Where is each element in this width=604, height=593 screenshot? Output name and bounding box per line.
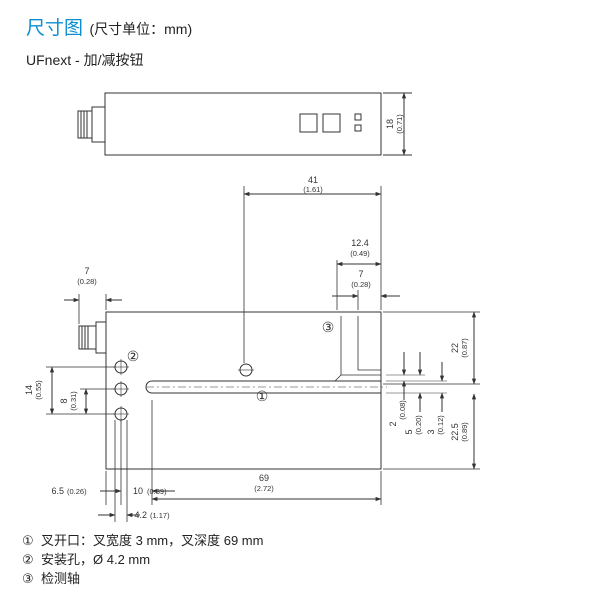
top-view-connector-base (91, 106, 106, 143)
legend-mark: ② (22, 552, 34, 567)
page-title: 尺寸图 (26, 18, 84, 39)
dim-22-5-inch: (0.89) (460, 422, 469, 442)
led-indicator-top (354, 113, 362, 121)
callout-2: ② (127, 348, 140, 364)
dim-14: 14 (24, 385, 34, 395)
dim-2: 2 (388, 421, 398, 426)
top-view (77, 92, 412, 156)
dim-4-2: 4.2 (134, 510, 147, 520)
product-subtitle: UFnext - 加/减按钮 (26, 52, 144, 68)
legend-mark: ① (22, 533, 34, 548)
dim-5: 5 (404, 429, 414, 434)
dim-18: 18 (385, 119, 395, 129)
dim-18-inch: (0.71) (395, 114, 404, 134)
front-view-body (105, 311, 382, 470)
dim-3: 3 (426, 429, 436, 434)
front-view (46, 186, 480, 522)
legend-item: ② 安装孔，Ø 4.2 mm (22, 550, 263, 569)
dim-10-inch: (0.39) (147, 487, 167, 496)
dim-7-right-inch: (0.28) (351, 280, 371, 289)
plus-button (299, 113, 318, 133)
dim-7-right: 7 (358, 269, 363, 279)
legend-text: 安装孔，Ø 4.2 mm (41, 552, 151, 567)
unit-note: (尺寸单位：mm) (89, 21, 193, 37)
callout-3: ③ (322, 319, 335, 335)
dim-22: 22 (450, 343, 460, 353)
dim-41-inch: (1.61) (303, 185, 323, 194)
dim-2-inch: (0.08) (398, 400, 407, 420)
dim-7-left: 7 (84, 266, 89, 276)
dim-10: 10 (133, 486, 143, 496)
dim-6-5-inch: (0.26) (67, 487, 87, 496)
dim-69: 69 (259, 473, 269, 483)
dim-4-2-inch: (1.17) (150, 511, 170, 520)
dim-69-inch: (2.72) (254, 484, 274, 493)
legend-mark: ③ (22, 571, 34, 586)
legend-text: 检测轴 (41, 571, 81, 586)
dim-3-inch: (0.12) (436, 415, 445, 435)
dim-7-left-inch: (0.28) (77, 277, 97, 286)
minus-button (322, 113, 341, 133)
dim-41: 41 (308, 175, 318, 185)
dim-12-4-inch: (0.49) (350, 249, 370, 258)
dim-22-5: 22.5 (450, 423, 460, 441)
page-title-row: 尺寸图 (尺寸单位：mm) (26, 13, 192, 40)
legend-item: ① 叉开口：叉宽度 3 mm，叉深度 69 mm (22, 531, 263, 550)
legend-item: ③ 检测轴 (22, 569, 263, 588)
dim-12-4: 12.4 (351, 238, 369, 248)
dim-22-inch: (0.87) (460, 338, 469, 358)
dim-8: 8 (59, 398, 69, 403)
dim-14-inch: (0.55) (34, 380, 43, 400)
top-view-connector-plug (77, 110, 93, 139)
dim-8-inch: (0.31) (69, 391, 78, 411)
front-connector-base (95, 321, 107, 354)
dim-5-inch: (0.20) (414, 415, 423, 435)
legend-text: 叉开口：叉宽度 3 mm，叉深度 69 mm (41, 533, 264, 548)
dim-6-5: 6.5 (51, 486, 64, 496)
callout-1: ① (256, 388, 269, 404)
led-indicator-bottom (354, 124, 362, 132)
